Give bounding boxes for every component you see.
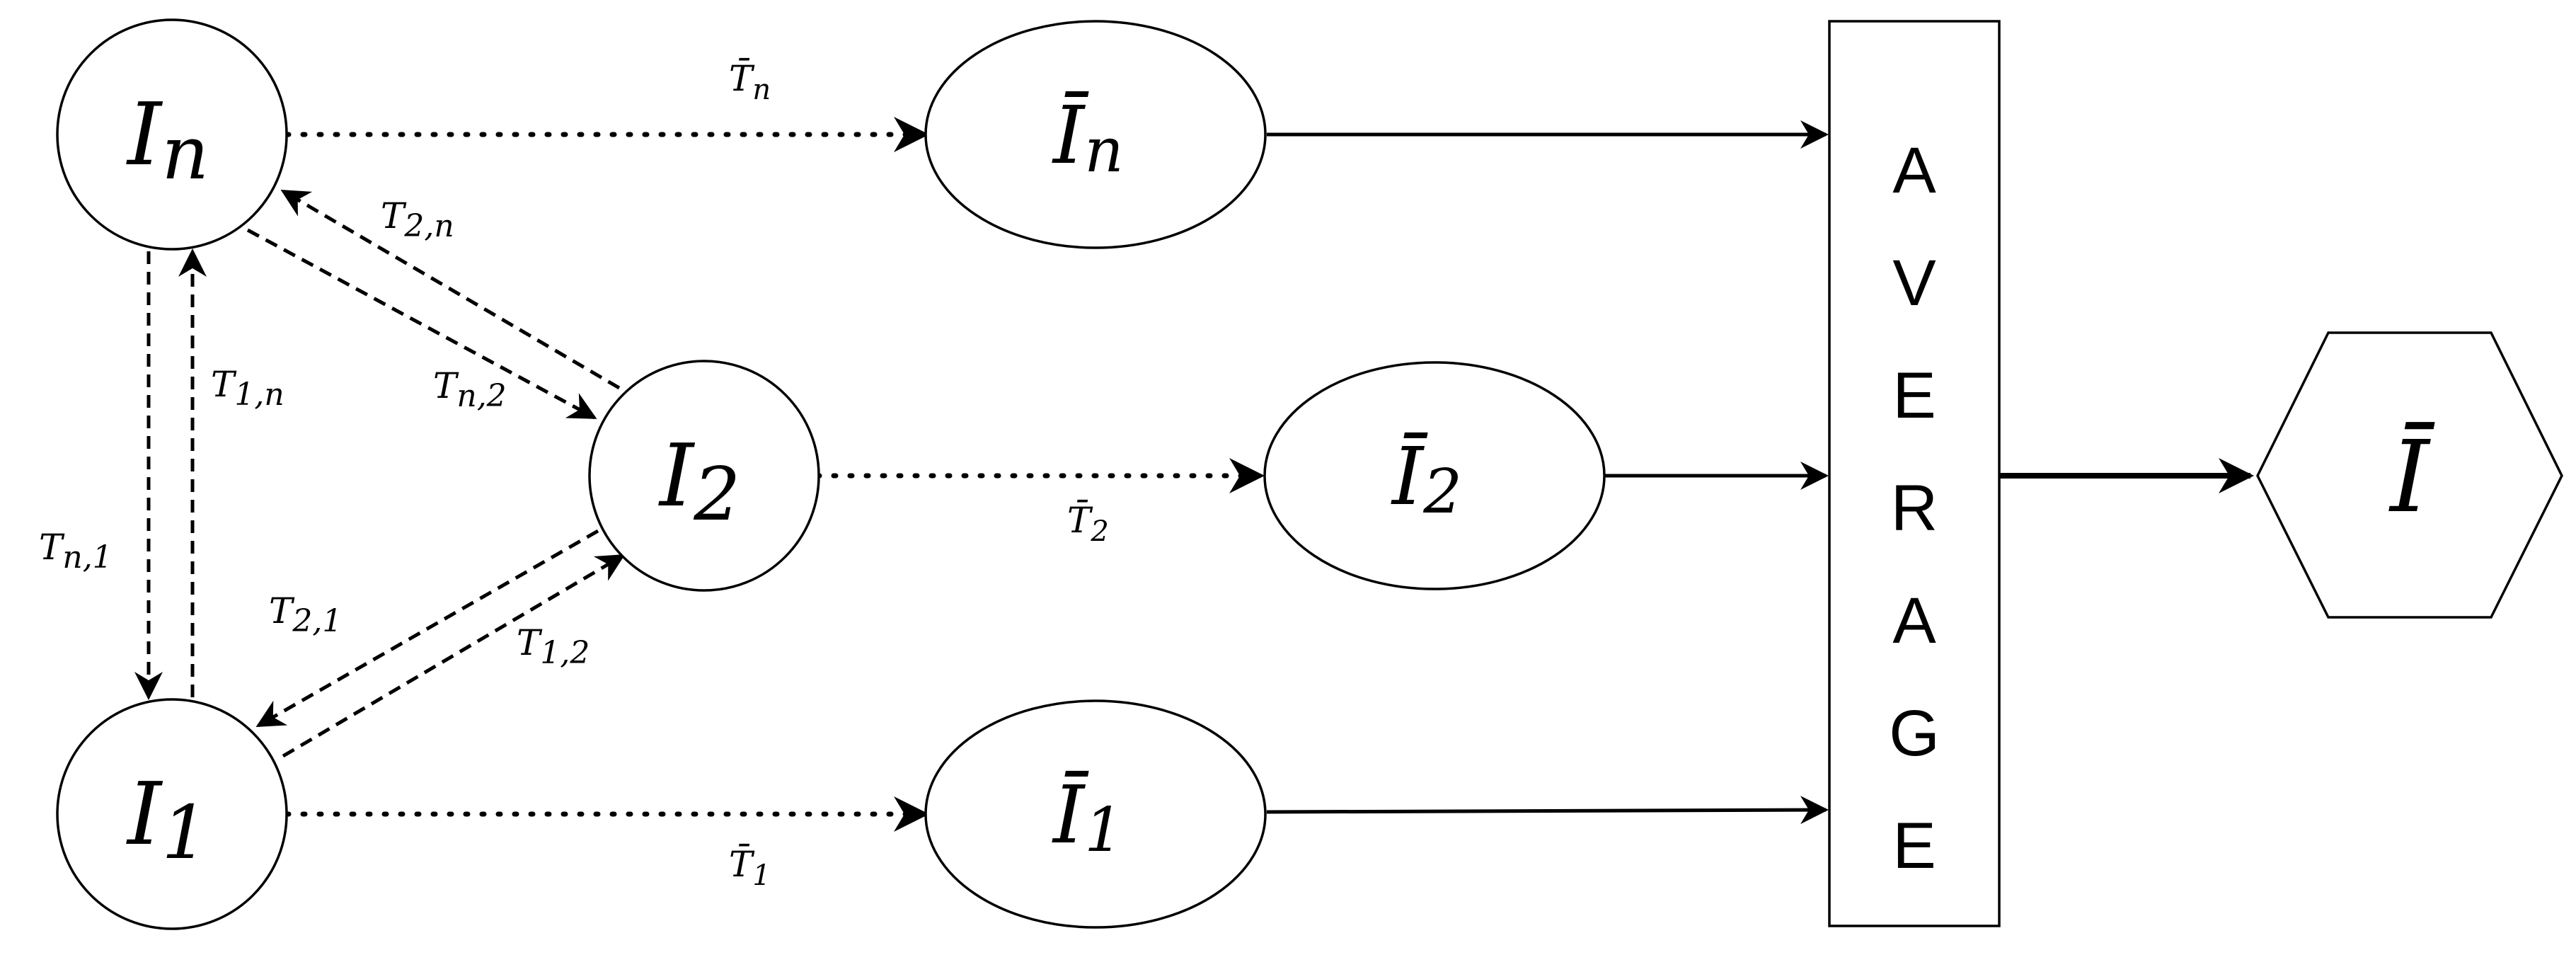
- label-tbar-1: T̄1: [729, 843, 771, 892]
- node-ibar-n-sub: n: [1084, 115, 1123, 186]
- node-i-1-base: I: [126, 764, 163, 864]
- svg-text:Ī2: Ī2: [1391, 431, 1462, 527]
- label-tbar-n: T̄n: [729, 57, 771, 106]
- average-letter-4: R: [1891, 472, 1938, 544]
- node-ibar-1-base: Ī: [1052, 769, 1089, 862]
- average-letter-6: G: [1889, 697, 1940, 769]
- node-i-n: In: [56, 18, 288, 251]
- label-tbar-2: T̄2: [1067, 499, 1109, 548]
- label-t-n1: Tn,1: [39, 527, 113, 576]
- label-t-12: T1,2: [517, 622, 590, 671]
- node-i-n-base: I: [126, 84, 163, 185]
- average-letter-7: E: [1892, 810, 1936, 882]
- edge-i2-to-i1: [255, 529, 599, 728]
- label-t-21: T2,1: [269, 590, 342, 639]
- average-letter-5: A: [1892, 585, 1936, 657]
- node-ibar-2-base: Ī: [1391, 431, 1428, 523]
- node-ibar-1: Ī1: [924, 699, 1267, 929]
- node-i-2: I2: [588, 360, 820, 592]
- edge-ibar-1-to-average: [1266, 796, 1829, 825]
- svg-text:In: In: [126, 84, 209, 196]
- svg-text:Ī1: Ī1: [1052, 769, 1123, 866]
- edge-in-to-i2: [246, 228, 597, 420]
- node-ibar-n: Īn: [924, 20, 1267, 249]
- svg-text:I2: I2: [658, 425, 740, 537]
- node-ibar-2-sub: 2: [1422, 457, 1462, 527]
- output-node: Ī: [2256, 331, 2563, 619]
- label-t-1n: T1,n: [211, 364, 284, 413]
- average-letter-3: E: [1892, 360, 1936, 432]
- output-label: Ī: [2388, 420, 2435, 535]
- node-i-n-sub: n: [161, 110, 209, 196]
- node-i-1: I1: [56, 698, 288, 930]
- svg-text:Īn: Īn: [1052, 90, 1124, 186]
- edge-i1-to-i2: [282, 554, 626, 758]
- label-t-2n: T2,n: [381, 195, 454, 244]
- average-letter-1: A: [1892, 135, 1936, 207]
- node-i-2-sub: 2: [693, 451, 740, 537]
- node-i-1-sub: 1: [161, 789, 208, 876]
- node-ibar-2: Ī2: [1263, 361, 1606, 590]
- average-letter-2: V: [1892, 247, 1936, 319]
- node-i-2-base: I: [658, 425, 696, 526]
- label-t-n2: Tn,2: [433, 365, 507, 414]
- average-box: A V E R A G E: [1828, 20, 2001, 927]
- edge-i2-to-in: [280, 189, 621, 390]
- node-ibar-n-base: Ī: [1052, 90, 1089, 182]
- node-ibar-1-sub: 1: [1084, 795, 1123, 866]
- svg-text:I1: I1: [126, 764, 208, 876]
